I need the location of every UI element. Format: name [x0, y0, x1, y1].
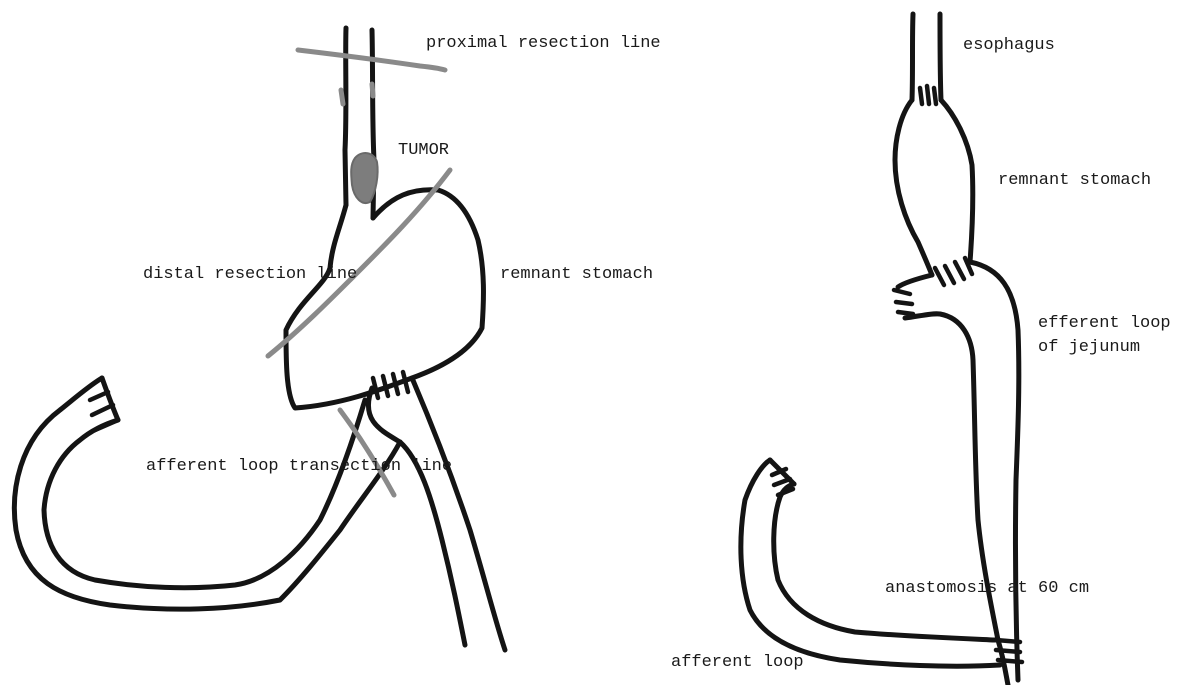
label-afferent-loop: afferent loop: [671, 651, 804, 675]
label-efferent-loop-line2: of jejunum: [1038, 336, 1140, 360]
jejunal-stump-staples: [894, 290, 913, 314]
label-esophagus: esophagus: [963, 34, 1055, 58]
left-diagram: [14, 28, 505, 650]
label-remnant-stomach-right: remnant stomach: [998, 169, 1151, 193]
efferent-limb-inner: [368, 388, 465, 645]
label-proximal-resection-line: proximal resection line: [426, 32, 661, 56]
afferent-loop-end: [102, 378, 118, 420]
efferent-loop-inner-r: [940, 314, 1008, 685]
esophagus-right-wall-r: [940, 14, 941, 100]
afferent-loop-inner-r: [774, 484, 995, 640]
label-remnant-stomach-left: remnant stomach: [500, 263, 653, 287]
remnant-stomach-pouch: [895, 100, 973, 275]
label-anastomosis: anastomosis at 60 cm: [885, 577, 1089, 601]
label-efferent-loop-line1: efferent loop: [1038, 312, 1171, 336]
esophagus-left-wall-r: [912, 14, 913, 100]
label-distal-resection-line: distal resection line: [143, 263, 357, 287]
label-tumor: TUMOR: [398, 139, 449, 163]
tumor-mass: [351, 153, 377, 203]
gastrojejunal-staples-r: [935, 258, 972, 285]
label-afferent-loop-transection-line: afferent loop transection line: [146, 455, 452, 479]
esophageal-staples: [920, 86, 936, 104]
